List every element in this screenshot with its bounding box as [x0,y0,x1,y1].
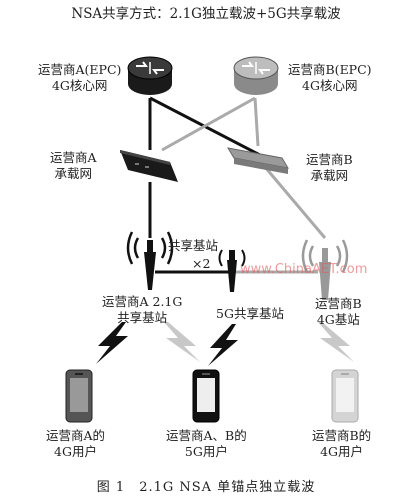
user-a-label: 运营商A的 4G用户 [46,428,106,459]
router-icon [127,56,173,95]
switch-icon [227,147,289,174]
phone-icon [65,369,93,423]
link-bearer-b-station [263,166,327,239]
operator-a-core-label: 运营商A(EPC) 4G核心网 [38,62,122,93]
shared-station-multiplier: ×2 [192,256,211,271]
watermark-url: www.ChinaAET.com [240,262,368,277]
user-b-label: 运营商B的 4G用户 [312,428,372,459]
user-ab-label: 运营商A、B的 5G用户 [166,428,247,459]
operator-a-station-label: 运营商A 2.1G 共享基站 [102,294,183,325]
link-core-b-bearer-a [161,96,256,152]
antenna-icon [126,231,174,290]
wireless-signal-icon [164,322,200,362]
phone-icon [331,369,359,423]
antenna-icon [218,249,246,292]
wireless-signal-icon [208,324,238,366]
switch-icon [120,150,178,182]
router-icon [233,56,279,95]
diagram-title: NSA共享方式：2.1G独立载波+5G共享载波 [71,6,341,22]
link-core-b-bearer-b [253,97,260,147]
wireless-signal-icon [318,322,354,362]
operator-b-station-label: 运营商B 4G基站 [315,296,362,327]
station-5g-label: 5G共享基站 [216,306,284,321]
phone-icon [192,369,220,423]
figure-caption: 图 1 2.1G NSA 单锚点独立载波 [96,480,316,495]
shared-station-label: 共享基站 [168,238,219,253]
operator-b-core-label: 运营商B(EPC) 4G核心网 [288,62,372,93]
wireless-signal-icon [96,322,128,364]
operator-b-bearer-label: 运营商B 承载网 [306,152,353,183]
antenna-icon [301,239,349,300]
operator-a-bearer-label: 运营商A 承载网 [50,150,97,181]
